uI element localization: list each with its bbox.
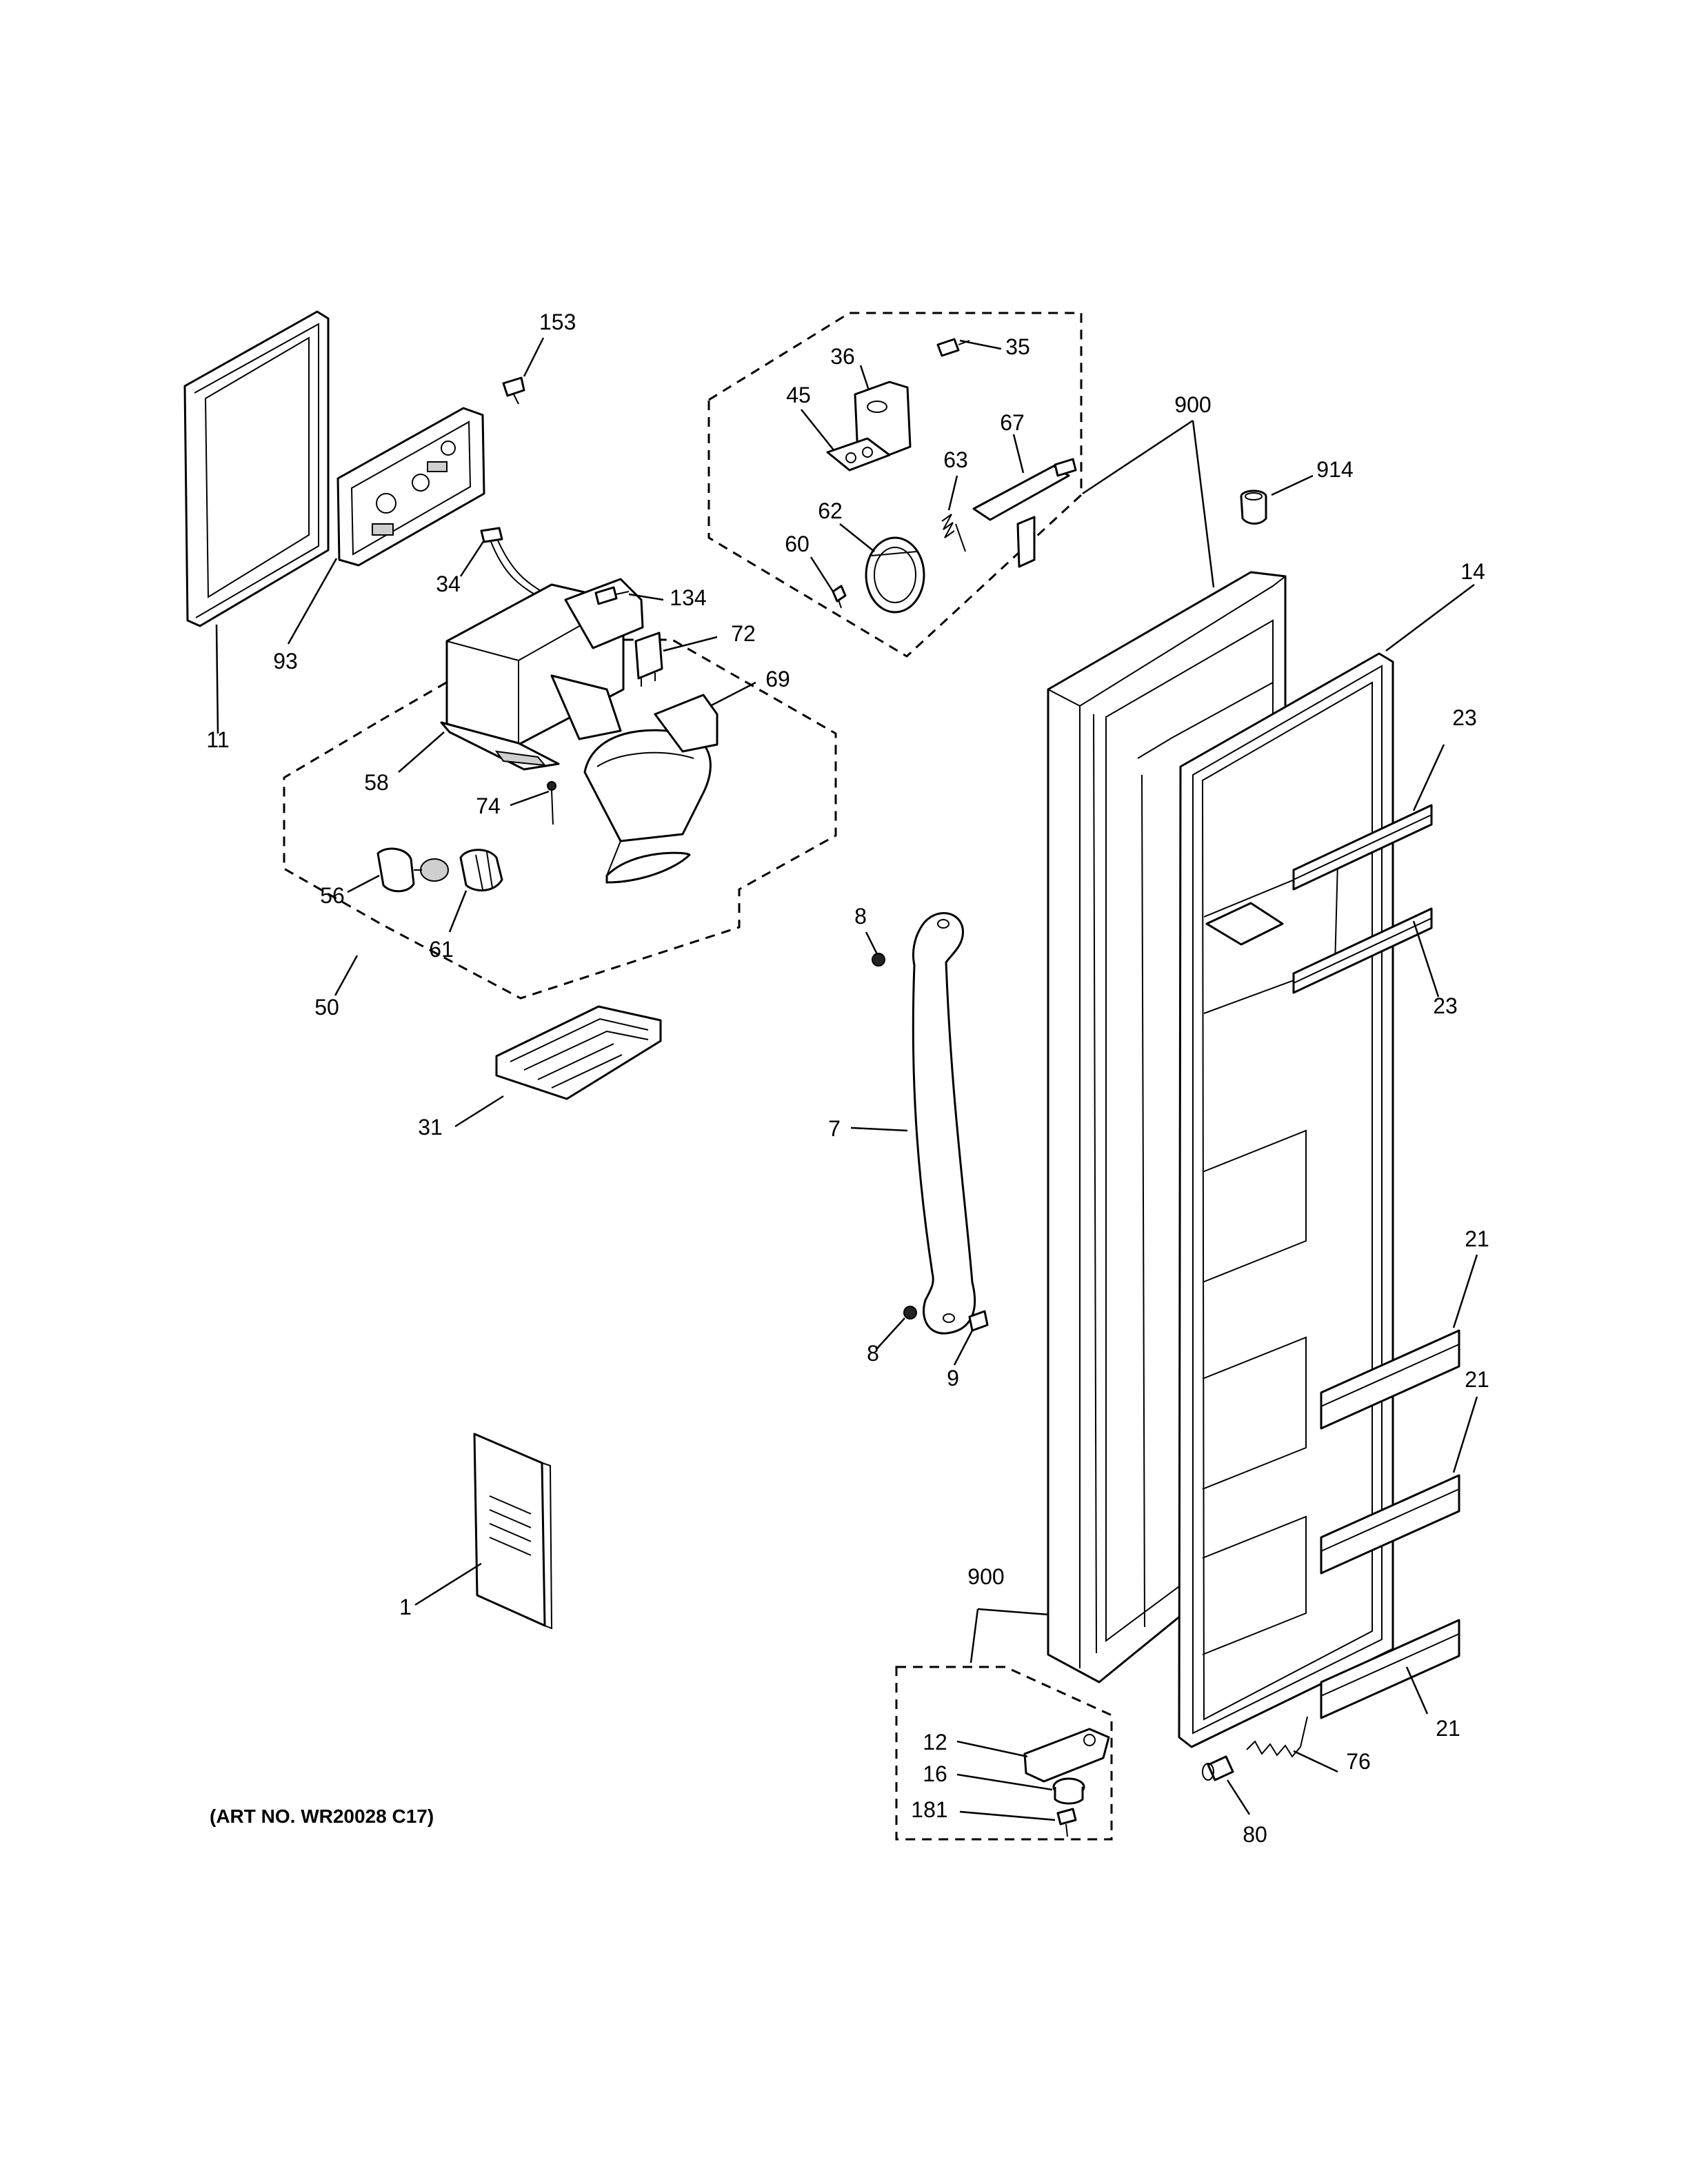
- dispenser-frame-part: [183, 310, 330, 627]
- cap-914-part: [1240, 489, 1267, 525]
- assembly-hinge-boundary: [895, 1666, 1113, 1841]
- spring-76-part: [1246, 1716, 1308, 1758]
- callout-134: 134: [670, 585, 706, 610]
- ice-chute-part: [583, 694, 719, 884]
- callout-80: 80: [1243, 1822, 1267, 1847]
- rail-23-lower-part: [1292, 907, 1433, 994]
- dispenser-door-62-part: [865, 536, 925, 614]
- screw-8-upper-part: [872, 953, 885, 967]
- callout-62: 62: [818, 498, 843, 523]
- callout-900-bottom: 900: [967, 1564, 1004, 1589]
- dispenser-housing-part: [440, 578, 644, 771]
- door-inner-bins: [1202, 860, 1339, 1655]
- callout-74: 74: [476, 793, 501, 818]
- door-gasket-part: [1178, 652, 1394, 1748]
- callout-181: 181: [911, 1797, 947, 1822]
- callout-60: 60: [785, 532, 810, 556]
- callout-23-upper: 23: [1452, 705, 1477, 730]
- callout-21-middle: 21: [1465, 1367, 1489, 1392]
- callout-153: 153: [539, 310, 576, 334]
- callout-16: 16: [923, 1761, 947, 1786]
- switch-72-part: [634, 631, 663, 687]
- art-number: (ART NO. WR20028 C17): [210, 1806, 434, 1827]
- screw-9-part: [968, 1310, 989, 1332]
- callout-36: 36: [830, 344, 855, 369]
- door-handle-part: [912, 912, 976, 1335]
- spring-74-part: [547, 781, 556, 825]
- callout-7: 7: [828, 1116, 841, 1141]
- callout-12: 12: [923, 1730, 947, 1755]
- lever-67-part: [955, 458, 1077, 568]
- callout-11: 11: [206, 727, 229, 752]
- callout-93: 93: [273, 649, 298, 674]
- assembly-top-boundary: [707, 312, 1083, 658]
- bracket-45-part: [826, 437, 891, 472]
- spill-tray-part: [495, 1005, 662, 1100]
- callout-72: 72: [731, 621, 756, 646]
- owners-manual-part: [473, 1433, 553, 1630]
- callout-61: 61: [429, 937, 454, 962]
- callout-8-upper: 8: [854, 904, 867, 929]
- callout-21-lower: 21: [1436, 1716, 1460, 1741]
- rail-21-lower-part: [1320, 1619, 1460, 1719]
- bushing-16-part: [1052, 1777, 1085, 1805]
- callout-63: 63: [943, 447, 968, 472]
- rail-21-upper-part: [1320, 1329, 1460, 1430]
- callout-900-top: 900: [1174, 392, 1211, 417]
- bushing-80-part: [1202, 1755, 1234, 1781]
- screw-35-part: [936, 338, 970, 357]
- screw-134-part: [594, 586, 630, 605]
- callout-56: 56: [320, 883, 345, 908]
- callout-34: 34: [436, 572, 461, 596]
- spring-63-part: [941, 514, 955, 538]
- actuator-56-part: [376, 847, 449, 893]
- hinge-12-part: [1023, 1728, 1110, 1783]
- callout-45: 45: [786, 383, 811, 407]
- callout-labels: 153 36 35 45 67 63 62 60 900 914 14 34 1…: [206, 310, 1489, 1847]
- callout-21-upper: 21: [1465, 1226, 1489, 1251]
- rail-21-middle-part: [1320, 1474, 1460, 1575]
- screw-153-part: [502, 376, 525, 405]
- callout-69: 69: [765, 667, 790, 691]
- callout-31: 31: [418, 1115, 443, 1140]
- callout-50: 50: [314, 995, 339, 1020]
- screw-181-part: [1056, 1808, 1077, 1837]
- gear-61-part: [459, 849, 503, 892]
- leader-lines: [215, 337, 1478, 1821]
- callout-8-lower: 8: [867, 1341, 879, 1366]
- callout-23-lower: 23: [1433, 993, 1458, 1018]
- callout-914: 914: [1316, 457, 1353, 482]
- control-board-part: [336, 407, 485, 567]
- callout-35: 35: [1005, 334, 1030, 359]
- callout-9: 9: [947, 1366, 959, 1391]
- callout-58: 58: [364, 770, 389, 795]
- callout-1: 1: [399, 1595, 412, 1619]
- rail-23-upper-part: [1292, 804, 1433, 891]
- callout-76: 76: [1346, 1749, 1371, 1774]
- callout-67: 67: [1000, 410, 1025, 435]
- callout-14: 14: [1460, 559, 1485, 584]
- screw-60-part: [832, 585, 847, 609]
- screw-8-lower-part: [903, 1306, 917, 1320]
